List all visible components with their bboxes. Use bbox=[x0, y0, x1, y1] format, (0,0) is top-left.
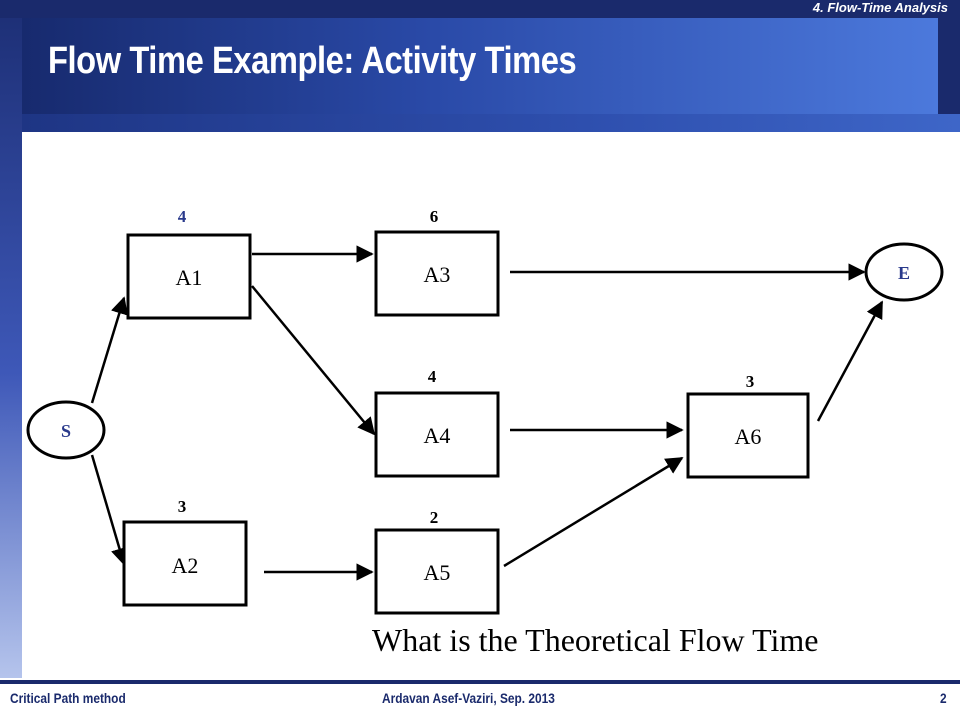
edge-a6-e bbox=[816, 300, 884, 422]
edge-a5-a6 bbox=[503, 456, 684, 568]
title-under-band bbox=[22, 114, 960, 132]
page-title: Flow Time Example: Activity Times bbox=[48, 40, 577, 82]
section-label: 4. Flow-Time Analysis bbox=[812, 0, 948, 15]
footer-divider bbox=[0, 680, 960, 684]
activity-label-a1: A1 bbox=[176, 265, 203, 290]
activity-label-a2: A2 bbox=[172, 553, 199, 578]
footer-course-title: Critical Path method bbox=[10, 690, 126, 706]
activity-time-a6: 3 bbox=[746, 372, 755, 391]
activity-label-a4: A4 bbox=[424, 423, 451, 448]
top-band bbox=[0, 0, 960, 18]
activity-time-a2: 3 bbox=[178, 497, 187, 516]
activity-node-a2: A2 3 bbox=[122, 497, 248, 607]
title-right-strip bbox=[938, 18, 960, 114]
activity-time-a3: 6 bbox=[430, 207, 439, 226]
footer-author: Ardavan Asef-Vaziri, Sep. 2013 bbox=[382, 690, 555, 706]
activity-node-a6: A6 3 bbox=[686, 372, 810, 479]
activity-time-a1: 4 bbox=[178, 207, 187, 226]
start-node: S bbox=[26, 400, 106, 460]
edge-s-a1 bbox=[90, 296, 128, 404]
activity-label-a5: A5 bbox=[424, 560, 451, 585]
edge-s-a2 bbox=[90, 454, 128, 566]
end-node-label: E bbox=[898, 263, 910, 283]
activity-time-a4: 4 bbox=[428, 367, 437, 386]
start-node-label: S bbox=[61, 421, 71, 441]
activity-node-a4: A4 4 bbox=[374, 367, 500, 478]
activity-time-a5: 2 bbox=[430, 508, 439, 527]
activity-node-a1: A1 4 bbox=[126, 207, 252, 320]
end-node: E bbox=[864, 242, 944, 302]
question-text: What is the Theoretical Flow Time bbox=[372, 622, 819, 658]
footer-page-number: 2 bbox=[940, 690, 947, 706]
edge-a1-a4 bbox=[251, 285, 376, 436]
activity-node-a5: A5 2 bbox=[374, 508, 500, 615]
activity-label-a3: A3 bbox=[424, 262, 451, 287]
activity-node-a3: A3 6 bbox=[374, 207, 500, 317]
title-banner bbox=[22, 18, 938, 114]
activity-label-a6: A6 bbox=[735, 424, 762, 449]
edges bbox=[90, 245, 884, 581]
left-decor-bar bbox=[0, 0, 22, 678]
